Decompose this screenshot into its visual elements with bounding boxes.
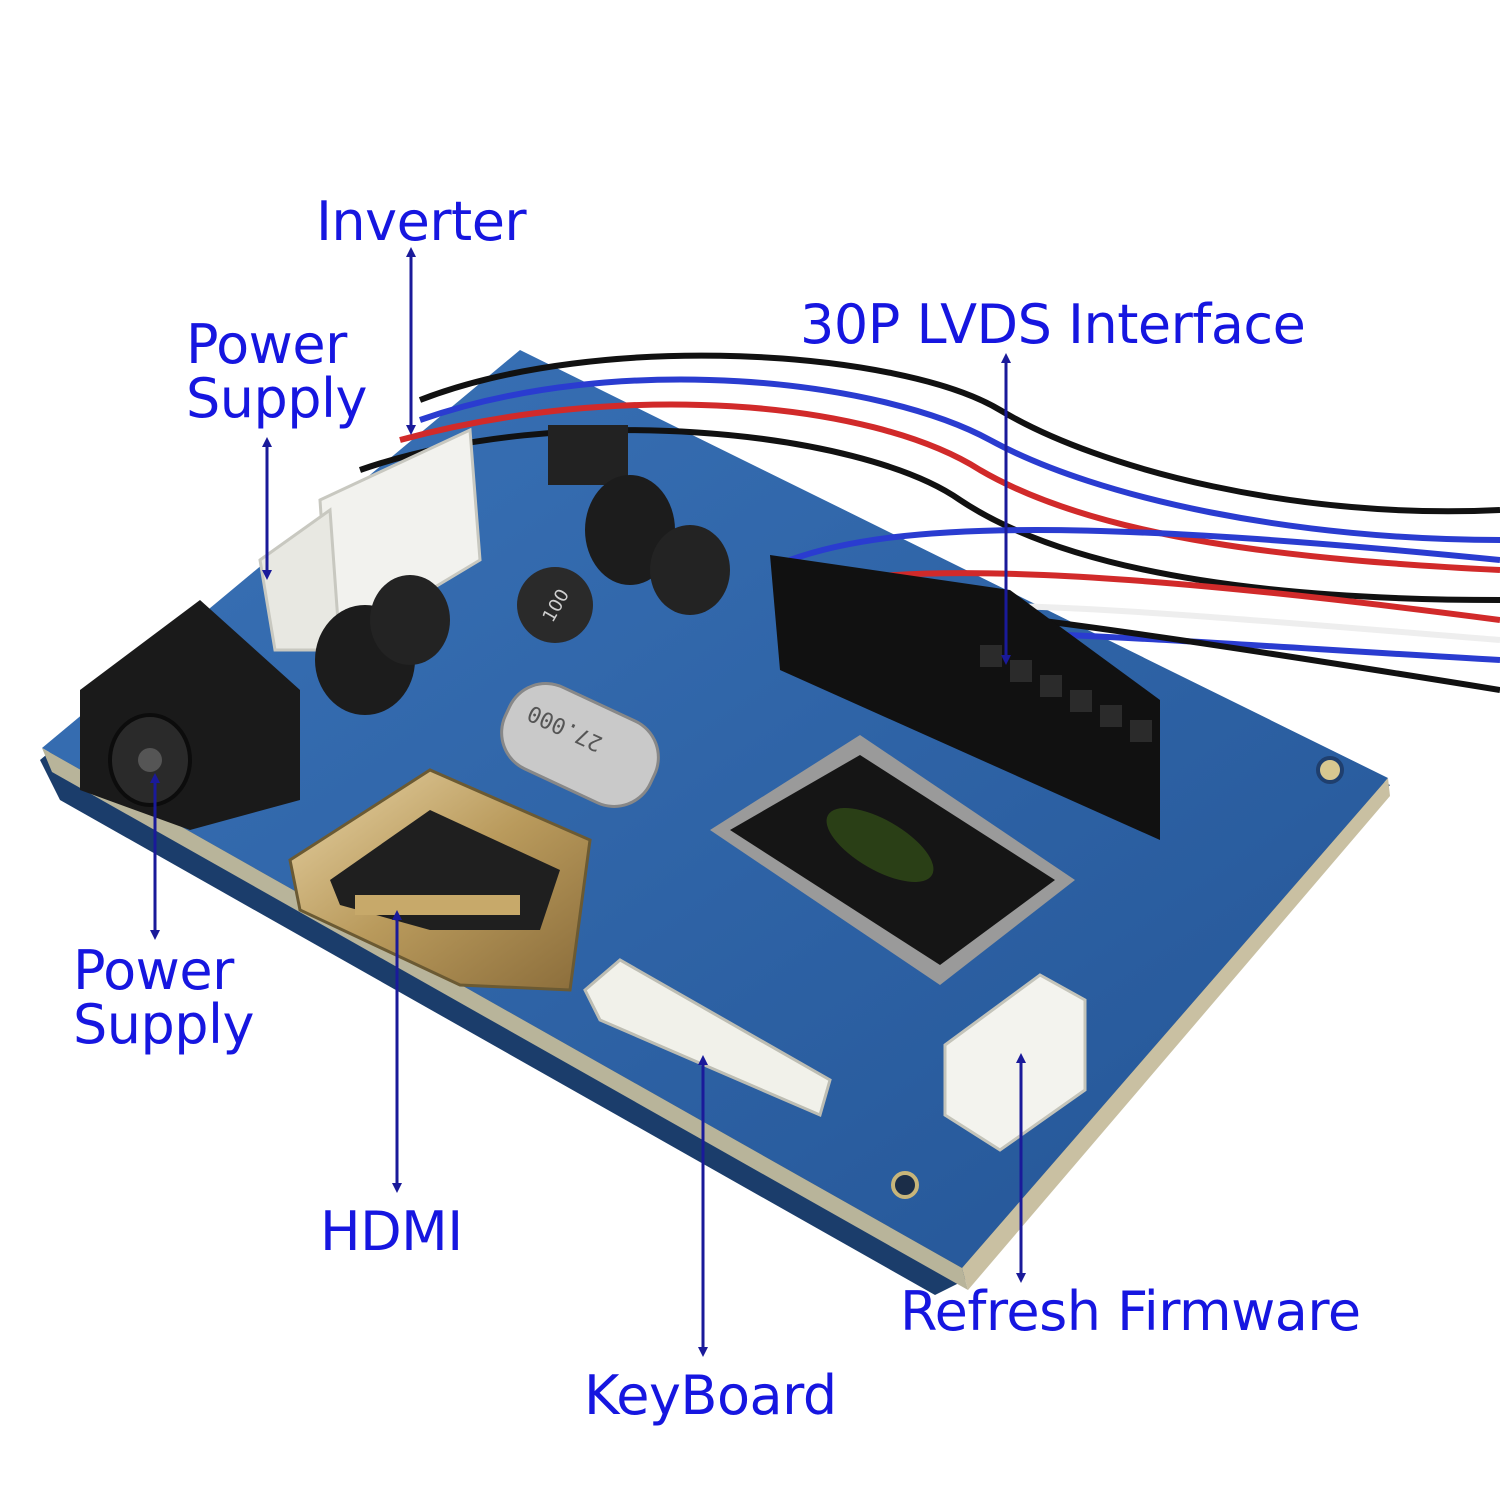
label-power-supply-top: Power Supply <box>186 313 368 430</box>
label-lvds-interface: 30P LVDS Interface <box>800 293 1306 356</box>
keyboard-connector <box>583 958 832 1118</box>
firmware-connector <box>943 973 1087 1152</box>
pcb-board <box>40 350 1390 1295</box>
label-inverter: Inverter <box>316 190 527 253</box>
callout-arrows <box>150 247 1026 1357</box>
dc-power-jack <box>80 600 300 830</box>
label-keyboard: KeyBoard <box>584 1364 837 1427</box>
label-hdmi: HDMI <box>320 1200 463 1263</box>
jumper-header <box>548 425 628 485</box>
inductors: 100 <box>315 475 730 715</box>
label-power-supply-top-line1: Power <box>186 313 347 376</box>
label-power-supply-bottom: Power Supply <box>73 939 255 1056</box>
label-refresh-firmware: Refresh Firmware <box>900 1280 1361 1343</box>
hdmi-connector <box>288 768 592 992</box>
power-inverter-connector <box>258 427 482 653</box>
crystal-oscillator: 27.000 <box>500 682 660 808</box>
label-power-supply-bottom-line1: Power <box>73 939 234 1002</box>
label-power-supply-bottom-line2: Supply <box>73 993 255 1056</box>
main-ic-chip <box>710 735 1075 985</box>
lvds-header <box>770 555 1160 840</box>
label-power-supply-top-line2: Supply <box>186 367 368 430</box>
